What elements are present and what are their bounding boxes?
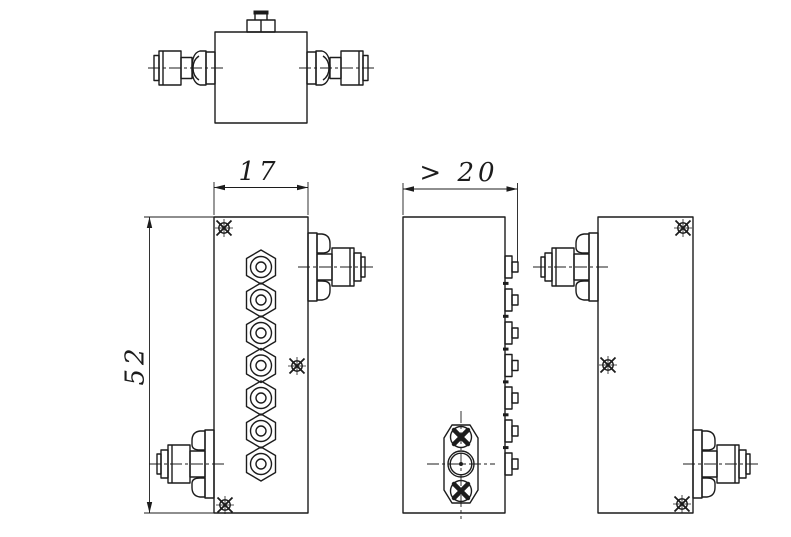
hex-nut: [245, 446, 277, 482]
body-outline: [213, 216, 309, 514]
hex-nut: [245, 380, 277, 416]
dimension-depth-label: > 20: [419, 158, 498, 188]
tuning-nut-column: [245, 249, 277, 482]
screw-tip-profile: [504, 419, 519, 443]
body-outline: [402, 216, 506, 514]
screw-tip-profile: [504, 321, 519, 345]
coaxial-connector: [144, 50, 224, 86]
screw-tip-profile: [504, 386, 519, 410]
nut-profile-column: [503, 255, 519, 476]
dimension-height: 52: [121, 216, 214, 514]
cover-screw-icon: [215, 495, 235, 515]
screw-tip-profile: [504, 255, 519, 279]
hex-nut: [245, 413, 277, 449]
top-view: [144, 10, 378, 124]
side-view: > 20: [402, 158, 519, 519]
dimension-width-label: 17: [238, 157, 279, 187]
coaxial-connector: [297, 232, 375, 302]
back-view: [531, 216, 760, 514]
hex-nut: [245, 249, 277, 285]
screw-tip-profile: [504, 288, 519, 312]
coaxial-connector: [147, 429, 225, 499]
front-view: 17 52: [121, 157, 375, 515]
hex-nut: [245, 347, 277, 384]
coaxial-connector: [298, 50, 378, 86]
dimension-width: 17: [213, 157, 309, 215]
body-outline: [214, 31, 308, 124]
cover-screw-icon: [214, 218, 234, 238]
dimension-height-label: 52: [121, 344, 151, 385]
coaxial-connector: [682, 429, 760, 499]
cover-screw-icon: [673, 218, 693, 238]
cover-screw-icon: [287, 356, 307, 376]
body-outline: [597, 216, 694, 514]
screw-tip-profile: [504, 452, 519, 476]
tuning-screw-boss: [246, 10, 276, 33]
hex-nut: [245, 282, 277, 318]
cover-screw-icon: [598, 355, 618, 375]
screw-tip-profile: [504, 353, 519, 378]
side-mount-plate: [427, 411, 495, 519]
hex-nut: [245, 315, 277, 351]
cover-screw-icon: [672, 494, 692, 514]
coaxial-connector: [531, 232, 609, 302]
dimension-depth: > 20: [402, 158, 518, 262]
